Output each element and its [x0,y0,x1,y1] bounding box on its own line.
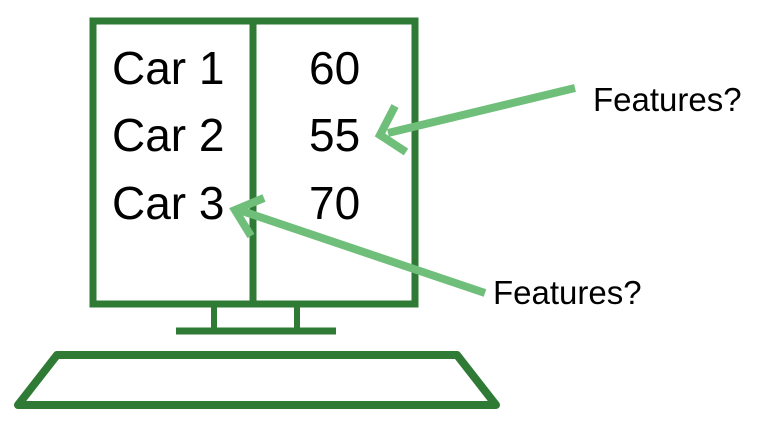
value-2: 55 [309,109,360,161]
car-column: Car 1 Car 2 Car 3 [112,42,224,229]
callout-label-bottom: Features? [493,274,642,311]
value-3: 70 [309,177,360,229]
car-label-3: Car 3 [112,177,224,229]
value-1: 60 [309,42,360,94]
callout-arrow-bottom [229,194,487,297]
value-column: 60 55 70 [309,42,360,229]
car-label-1: Car 1 [112,42,224,94]
callout-arrow-top [374,84,576,156]
callout-label-top: Features? [593,81,742,118]
keyboard [14,351,500,409]
car-label-2: Car 2 [112,109,224,161]
monitor [89,17,419,335]
